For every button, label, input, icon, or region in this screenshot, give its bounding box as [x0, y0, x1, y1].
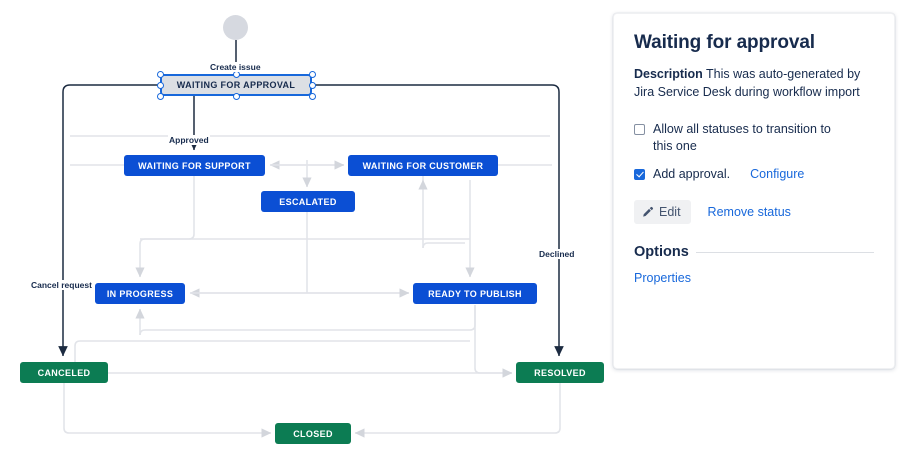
options-title: Options: [634, 244, 689, 260]
selection-handle-sw[interactable]: [156, 92, 164, 100]
workflow-node-label: RESOLVED: [534, 367, 586, 378]
workflow-node-escalated[interactable]: ESCALATED: [261, 191, 355, 212]
workflow-node-label: IN PROGRESS: [106, 288, 174, 299]
properties-link[interactable]: Properties: [634, 271, 691, 285]
status-details-panel: Waiting for approval Description This wa…: [613, 13, 895, 369]
options-section-header: Options: [634, 244, 874, 260]
workflow-node-closed[interactable]: CLOSED: [275, 423, 351, 444]
workflow-node-ready-to-publish[interactable]: READY TO PUBLISH: [413, 283, 537, 304]
add-approval-row[interactable]: Add approval. Configure: [634, 166, 874, 183]
allow-all-statuses-row[interactable]: Allow all statuses to transition to this…: [634, 121, 874, 155]
selection-handle-s[interactable]: [232, 92, 240, 100]
allow-all-statuses-label: Allow all statuses to transition to this…: [653, 122, 831, 153]
description-text: This was auto-generated by Jira Service …: [634, 67, 861, 99]
description-label: Description: [634, 67, 703, 81]
edge-label-cancel-request: Cancel request: [30, 280, 93, 290]
workflow-node-label: WAITING FOR CUSTOMER: [362, 160, 484, 171]
start-circle[interactable]: [223, 15, 248, 40]
edit-button[interactable]: Edit: [634, 200, 691, 224]
add-approval-label: Add approval.: [653, 167, 731, 181]
page-title: Waiting for approval: [634, 32, 815, 53]
configure-link[interactable]: Configure: [750, 167, 805, 181]
allow-all-statuses-checkbox[interactable]: [634, 123, 645, 135]
selection-handle-nw[interactable]: [156, 70, 164, 78]
options-divider: [695, 251, 874, 253]
workflow-node-label: ESCALATED: [279, 196, 337, 207]
workflow-node-label: CLOSED: [293, 428, 333, 439]
edge-label-declined: Declined: [538, 249, 576, 259]
pencil-icon: [643, 206, 654, 217]
workflow-diagram-canvas[interactable]: WAITING FOR APPROVAL WAITING FOR SUPPORT W…: [0, 0, 609, 460]
edge-label-approved: Approved: [168, 135, 210, 145]
edge-label-create-issue: Create issue: [209, 62, 262, 72]
remove-status-link[interactable]: Remove status: [707, 205, 791, 219]
workflow-node-resolved[interactable]: RESOLVED: [516, 362, 604, 383]
selection-handle-ne[interactable]: [308, 70, 316, 78]
workflow-node-label: WAITING FOR APPROVAL: [176, 80, 296, 90]
workflow-node-canceled[interactable]: CANCELED: [20, 362, 108, 383]
edit-button-label: Edit: [659, 205, 681, 219]
selection-handle-se[interactable]: [308, 92, 316, 100]
selection-handle-e[interactable]: [308, 81, 316, 89]
description-block: Description This was auto-generated by J…: [634, 66, 866, 101]
selection-handle-w[interactable]: [156, 81, 164, 89]
workflow-node-in-progress[interactable]: IN PROGRESS: [95, 283, 185, 304]
workflow-node-label: CANCELED: [37, 367, 91, 378]
action-row: Edit Remove status: [634, 200, 874, 224]
workflow-connector-layer: [58, 40, 564, 438]
workflow-node-label: WAITING FOR SUPPORT: [138, 160, 251, 171]
workflow-node-label: READY TO PUBLISH: [428, 288, 522, 299]
add-approval-checkbox[interactable]: [634, 168, 645, 180]
workflow-node-waiting-for-support[interactable]: WAITING FOR SUPPORT: [124, 155, 265, 176]
workflow-node-waiting-for-customer[interactable]: WAITING FOR CUSTOMER: [348, 155, 498, 176]
